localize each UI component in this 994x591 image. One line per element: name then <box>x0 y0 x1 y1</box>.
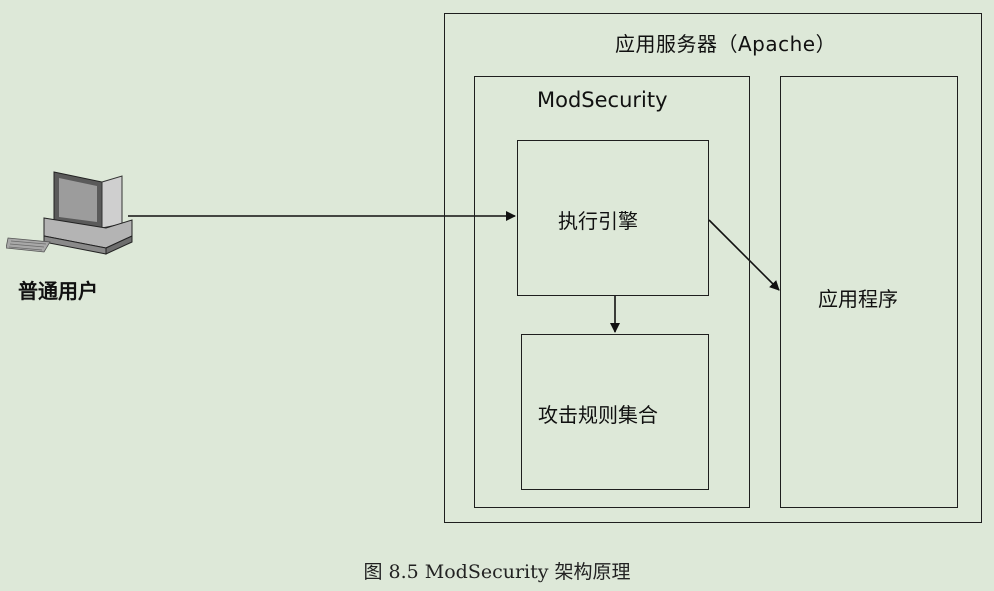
apache-server-box <box>444 13 982 523</box>
application-box <box>780 76 958 508</box>
engine-to-application-arrow <box>708 219 780 291</box>
user-label: 普通用户 <box>18 279 98 303</box>
modsecurity-box <box>474 76 750 508</box>
application-label: 应用程序 <box>818 287 898 311</box>
modsecurity-title: ModSecurity <box>537 88 668 112</box>
execution-engine-label: 执行引擎 <box>558 209 638 233</box>
figure-caption: 图 8.5 ModSecurity 架构原理 <box>363 561 631 583</box>
attack-rules-label: 攻击规则集合 <box>538 403 658 427</box>
attack-rules-box <box>521 334 709 490</box>
execution-engine-box <box>517 140 709 296</box>
apache-server-title: 应用服务器（Apache） <box>615 32 837 56</box>
computer-icon <box>6 171 133 255</box>
